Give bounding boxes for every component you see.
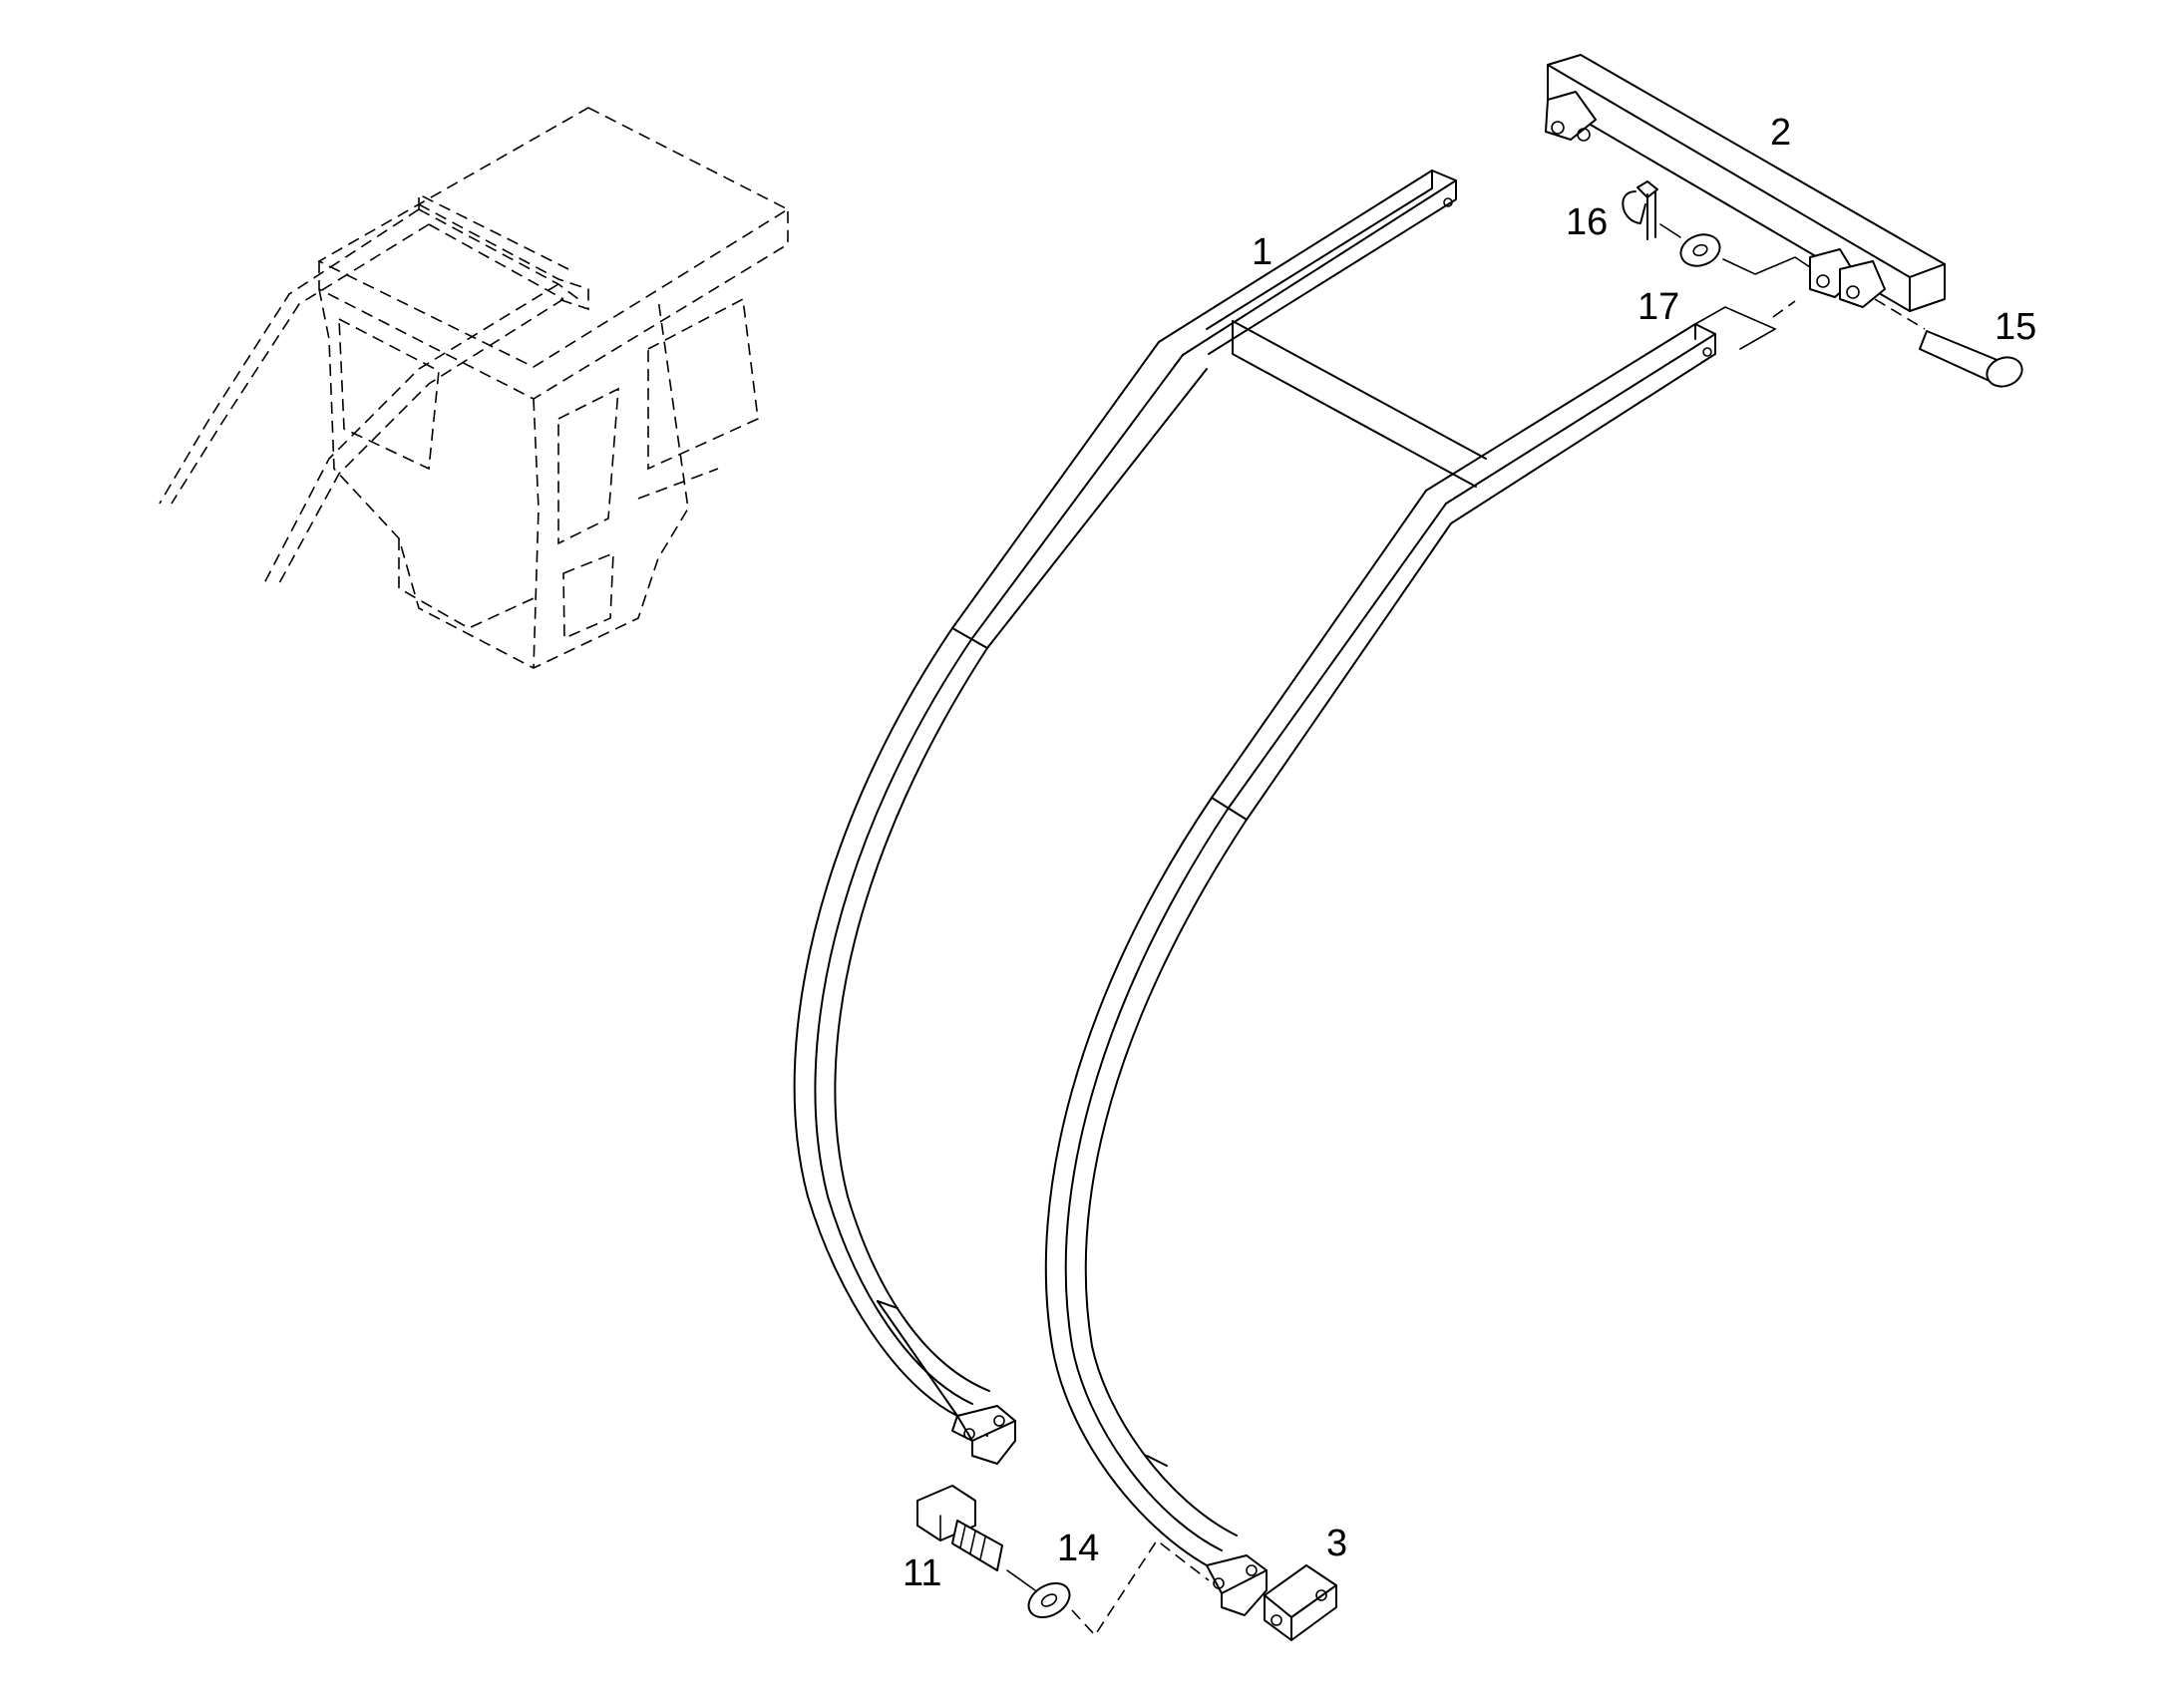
- callout-labels: 1 2 3 11 14 15 16 17: [903, 112, 2036, 1594]
- part-11-bolt: [916, 1485, 1003, 1571]
- assembly-lines: [1006, 223, 1926, 1637]
- callout-17: 17: [1637, 286, 1679, 328]
- part-2-top-beam: [1545, 54, 1946, 312]
- tractor-cab-reference: [159, 107, 790, 669]
- part-17-frame-end: [1694, 306, 1777, 350]
- callout-1: 1: [1252, 231, 1272, 273]
- part-14-washer: [1027, 1581, 1071, 1619]
- part-3-bracket: [1264, 1564, 1337, 1641]
- callout-3: 3: [1326, 1523, 1347, 1564]
- callout-14: 14: [1057, 1528, 1099, 1569]
- pin-washer: [1679, 233, 1721, 267]
- callout-2: 2: [1770, 112, 1791, 154]
- part-15-pin: [1919, 330, 2023, 388]
- callout-15: 15: [1995, 306, 2036, 348]
- part-1-roll-frame: [793, 170, 1716, 1616]
- callout-11: 11: [903, 1552, 941, 1594]
- part-16-linch-pin: [1622, 180, 1658, 240]
- callout-16: 16: [1566, 201, 1608, 243]
